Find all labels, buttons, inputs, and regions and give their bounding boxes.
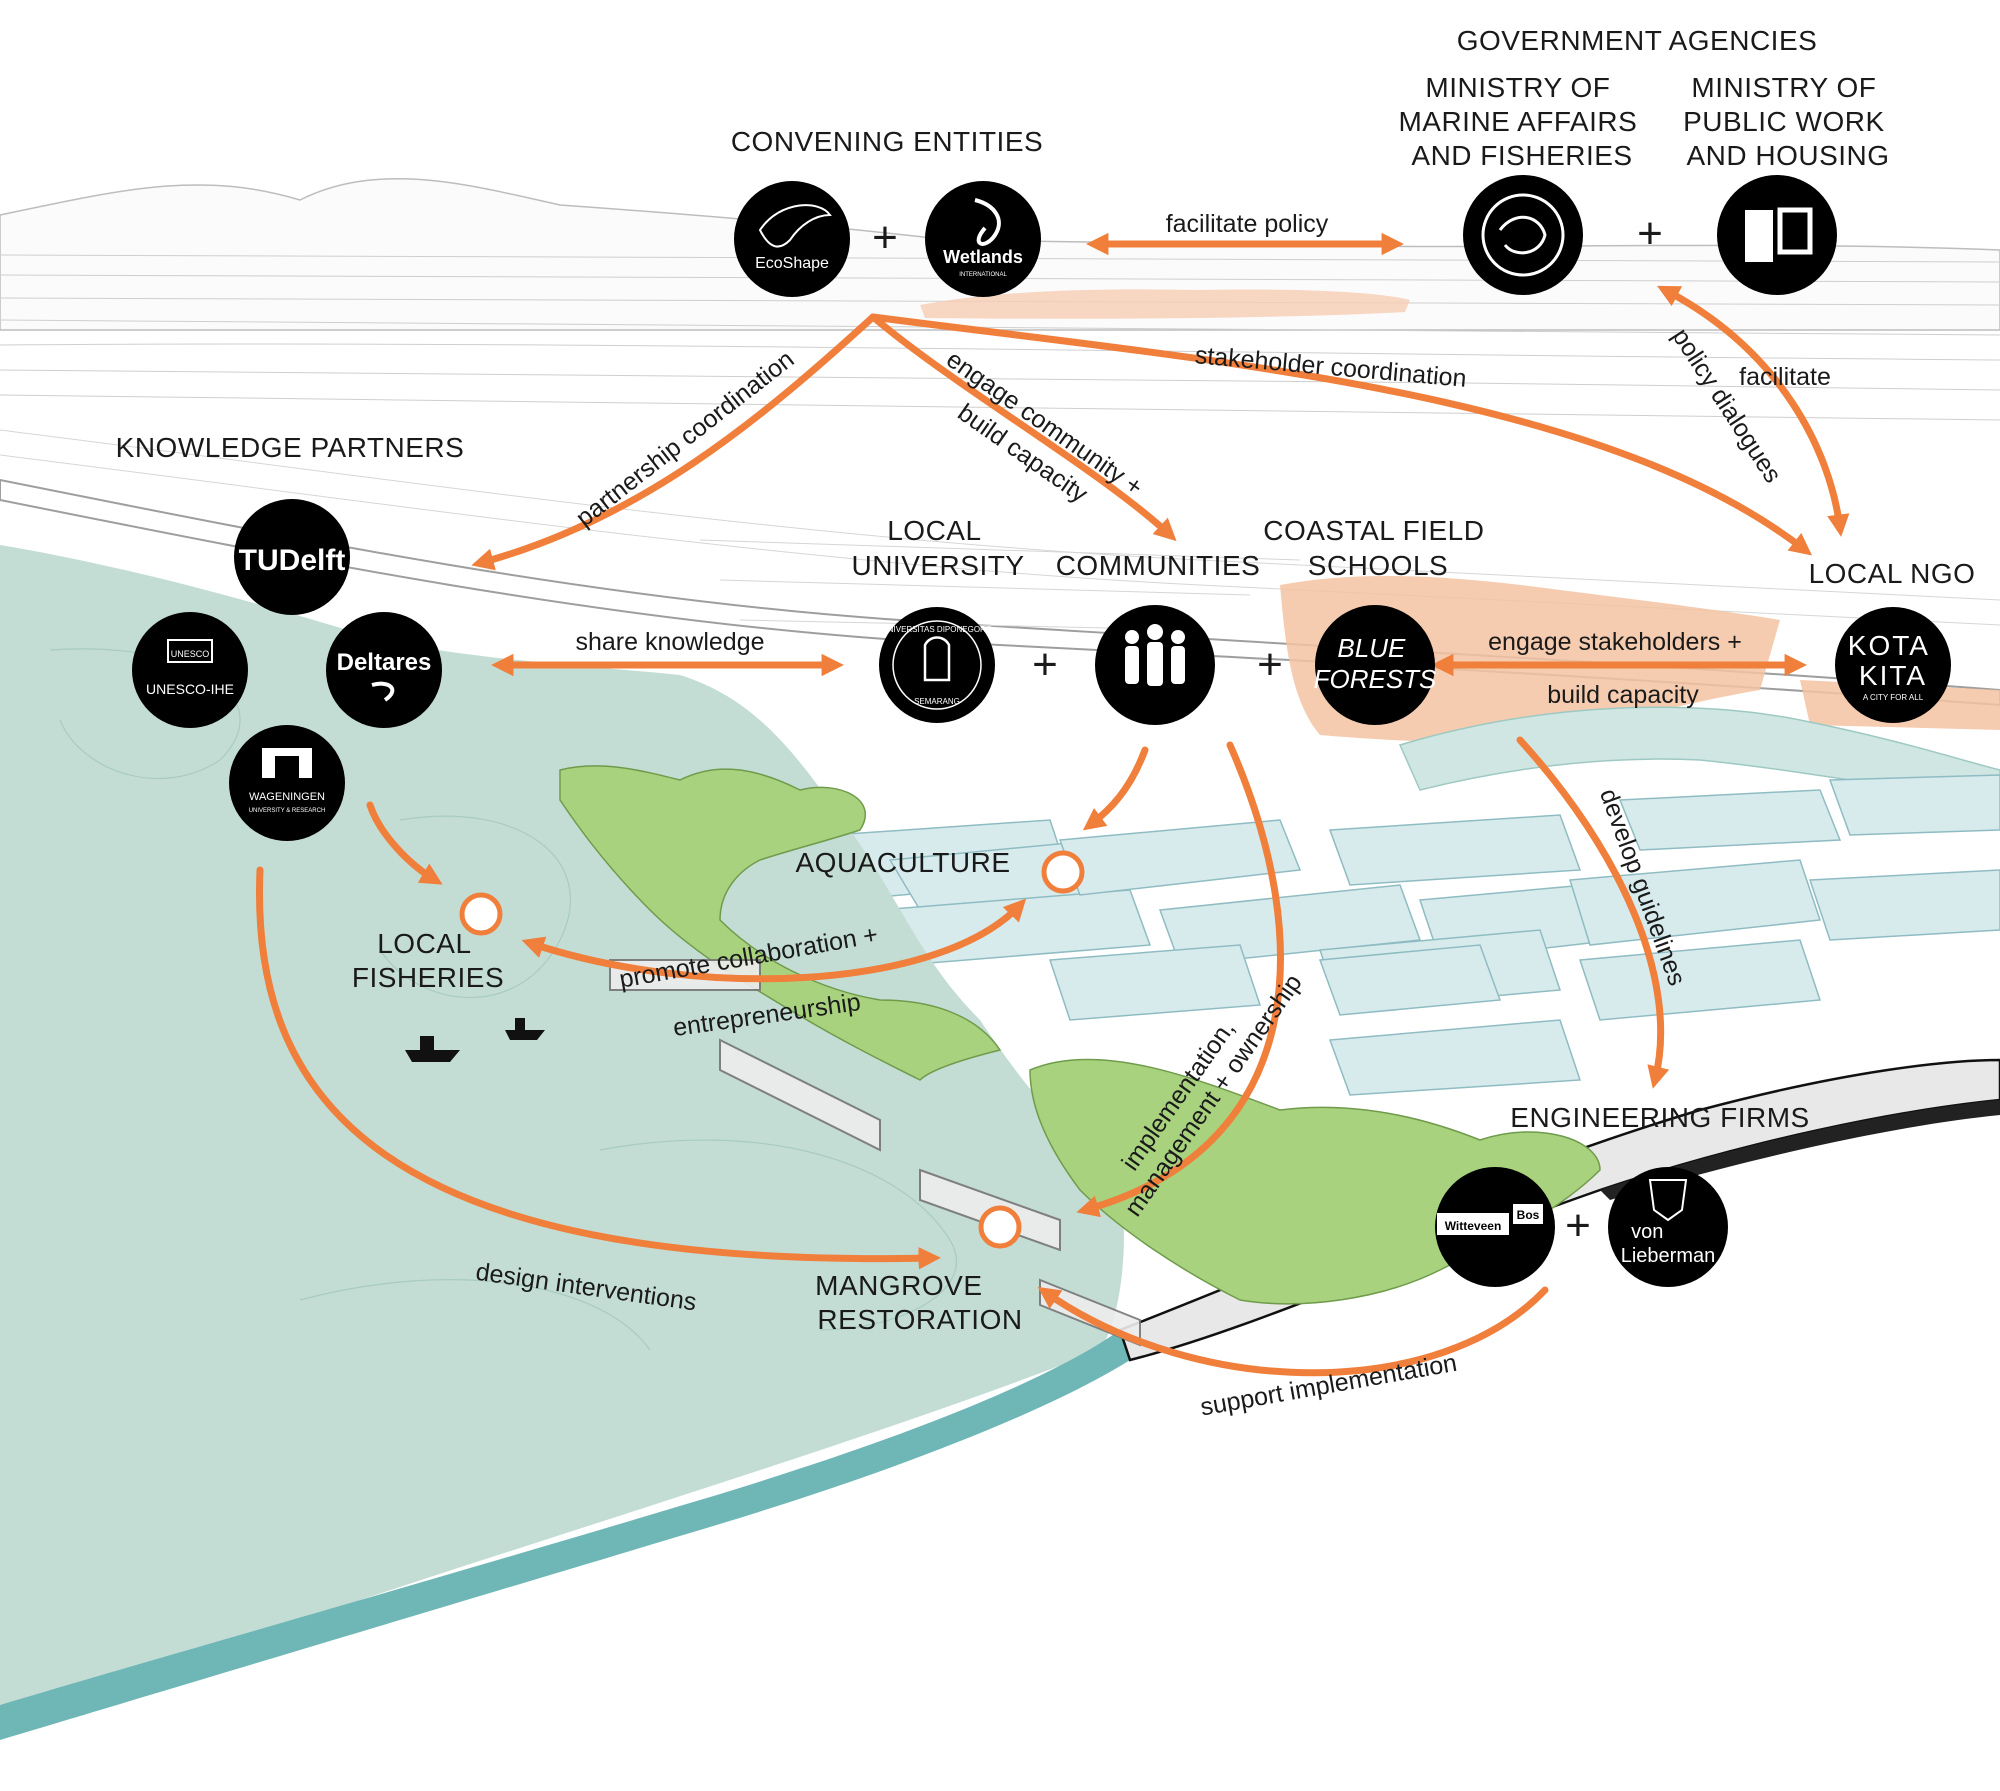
people-icon [1125, 624, 1185, 686]
arrow-partnership-coordination [471, 313, 877, 571]
arrow-policy-dialogues [1657, 285, 1850, 537]
heading-ministry-public: MINISTRY OF PUBLIC WORK AND HOUSING [1683, 72, 1893, 171]
label-policy-dialogues-2: policy dialogues [1667, 323, 1787, 487]
label-facilitate-policy: facilitate policy [1166, 210, 1329, 238]
plus-local-1: + [1032, 640, 1058, 689]
arrow-promote-collaboration [521, 898, 1027, 983]
plus-government: + [1637, 209, 1663, 258]
logo-marine-affairs [1463, 175, 1583, 295]
plus-convening: + [872, 213, 898, 262]
node-mangrove-restoration [978, 1205, 1022, 1249]
svg-text:von Lieberman: von Lieberman [1621, 1221, 1716, 1267]
logo-wageningen: WAGENINGEN UNIVERSITY & RESEARCH [229, 725, 345, 841]
plus-engineering: + [1565, 1201, 1591, 1250]
fishing-boat-icon [405, 1018, 545, 1062]
group-headings: CONVENING ENTITIES GOVERNMENT AGENCIES M… [116, 25, 1976, 1133]
plus-local-2: + [1257, 640, 1283, 689]
logo-lieberman: von Lieberman [1608, 1167, 1728, 1287]
svg-text:EcoShape: EcoShape [755, 255, 829, 272]
label-stakeholder-coordination: stakeholder coordination [1194, 341, 1468, 393]
label-share-knowledge: share knowledge [575, 628, 764, 656]
label-partnership-coordination: partnership coordination [571, 345, 800, 532]
svg-text:A CITY FOR ALL: A CITY FOR ALL [1863, 693, 1924, 702]
heading-knowledge: KNOWLEDGE PARTNERS [116, 432, 465, 463]
svg-text:UNESCO-IHE: UNESCO-IHE [146, 681, 234, 697]
svg-text:BLUE FORESTS: BLUE FORESTS [1314, 633, 1437, 694]
svg-text:INTERNATIONAL: INTERNATIONAL [959, 272, 1007, 278]
logo-wetlands: Wetlands INTERNATIONAL [925, 181, 1041, 297]
logo-unesco-ihe: UNESCO UNESCO-IHE [132, 612, 248, 728]
heading-local-ngo: LOCAL NGO [1809, 558, 1976, 589]
svg-text:SEMARANG: SEMARANG [914, 697, 960, 706]
svg-text:Witteveen: Witteveen [1445, 1219, 1502, 1233]
svg-text:Bos: Bos [1517, 1208, 1540, 1222]
node-aquaculture [1041, 850, 1085, 894]
logo-ecoshape: EcoShape [734, 181, 850, 297]
logo-tudelft: TUDelft [234, 499, 350, 615]
heading-government: GOVERNMENT AGENCIES [1457, 25, 1818, 56]
arrow-communities-aquaculture [1082, 746, 1149, 831]
logo-deltares: Deltares [326, 612, 442, 728]
logo-blue-forests: BLUE FORESTS [1314, 605, 1437, 725]
arrow-support-implementation [1037, 1286, 1549, 1377]
label-support-implementation: support implementation [1198, 1349, 1459, 1422]
label-build-capacity: build capacity [1547, 681, 1699, 709]
svg-text:UNIVERSITAS DIPONEGORO: UNIVERSITAS DIPONEGORO [882, 625, 992, 634]
arrow-engage-community [869, 313, 1177, 542]
heading-engineering: ENGINEERING FIRMS [1510, 1102, 1809, 1133]
distant-town [920, 289, 1410, 319]
svg-text:KOTA KITA: KOTA KITA [1848, 630, 1938, 691]
logo-kota-kita: KOTA KITA A CITY FOR ALL [1835, 607, 1951, 723]
node-labels: AQUACULTURE LOCAL FISHERIES MANGROVE RES… [352, 847, 1022, 1335]
svg-text:WAGENINGEN: WAGENINGEN [249, 791, 325, 803]
label-engage-stakeholders: engage stakeholders + [1488, 628, 1742, 656]
label-aquaculture: AQUACULTURE [795, 847, 1010, 878]
label-mangrove-restoration: MANGROVE RESTORATION [815, 1270, 1022, 1335]
arrow-develop-guidelines [1516, 736, 1670, 1089]
arrow-knowledge-fisheries [366, 801, 443, 885]
heading-local-university: LOCAL UNIVERSITY [851, 515, 1024, 581]
arrow-implementation [1076, 741, 1284, 1218]
relationship-arrows [255, 232, 1850, 1377]
heading-ministry-marine: MINISTRY OF MARINE AFFAIRS AND FISHERIES [1398, 72, 1645, 171]
logo-undip: UNIVERSITAS DIPONEGORO SEMARANG [879, 607, 995, 723]
logo-witteveen-bos: Witteveen Bos [1435, 1167, 1555, 1287]
svg-text:Wetlands: Wetlands [943, 247, 1023, 267]
heading-convening: CONVENING ENTITIES [731, 126, 1043, 157]
logo-communities [1095, 605, 1215, 725]
logo-public-works [1717, 175, 1837, 295]
shoreline-edge [0, 1330, 1130, 1740]
heading-communities: COMMUNITIES [1056, 550, 1261, 581]
svg-text:UNIVERSITY & RESEARCH: UNIVERSITY & RESEARCH [249, 808, 326, 814]
label-policy-dialogues: facilitate [1739, 363, 1831, 391]
aquaculture-ponds [758, 774, 2000, 1096]
arrow-design-interventions [255, 866, 941, 1270]
svg-text:TUDelft: TUDelft [239, 544, 346, 577]
coastal-road [0, 478, 2000, 707]
svg-text:Deltares: Deltares [337, 649, 432, 676]
river [1398, 706, 2000, 801]
node-local-fisheries [459, 892, 503, 936]
svg-text:UNESCO: UNESCO [171, 649, 210, 659]
label-local-fisheries: LOCAL FISHERIES [352, 928, 504, 993]
heading-coastal-field-schools: COASTAL FIELD SCHOOLS [1263, 515, 1493, 581]
